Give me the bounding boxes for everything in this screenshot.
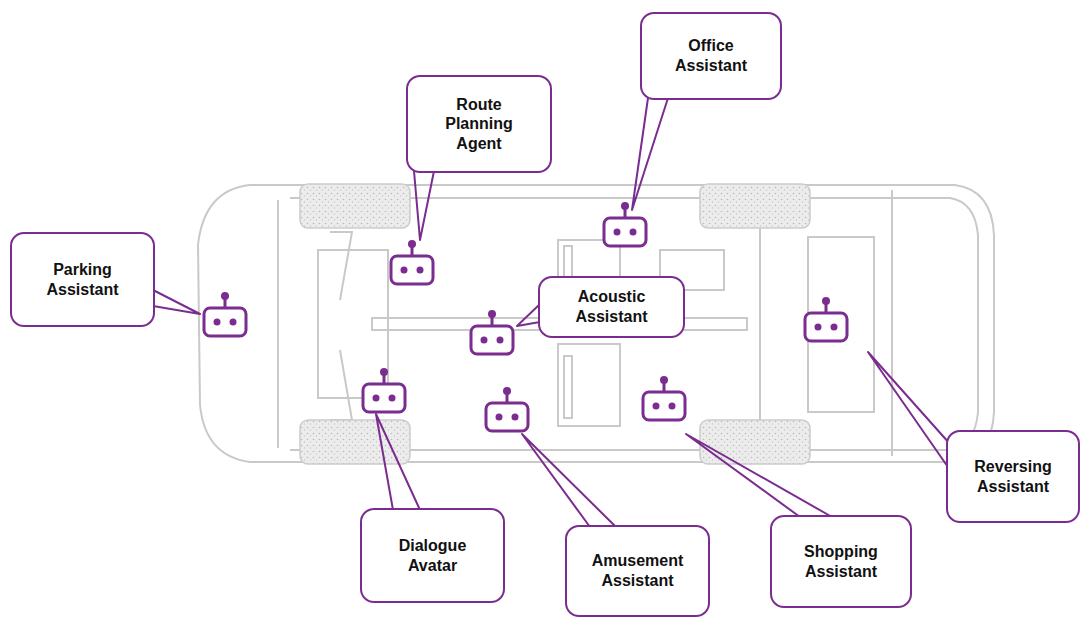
- callout-label: Parking Assistant: [29, 260, 137, 299]
- callout-label: Route Planning Agent: [425, 95, 533, 154]
- callout-box: Acoustic Assistant: [538, 276, 685, 338]
- robot-icons: [204, 202, 847, 431]
- callout-box: Shopping Assistant: [770, 515, 912, 608]
- callout-box: Parking Assistant: [10, 232, 155, 327]
- callout-label: Office Assistant: [657, 36, 765, 75]
- callout-label: Shopping Assistant: [787, 542, 895, 581]
- callout-box: Dialogue Avatar: [360, 508, 505, 603]
- callout-box: Office Assistant: [640, 12, 782, 100]
- callout-box: Route Planning Agent: [406, 75, 552, 173]
- callout-label: Amusement Assistant: [584, 551, 692, 590]
- callout-label: Reversing Assistant: [959, 457, 1067, 496]
- callout-label: Acoustic Assistant: [558, 287, 666, 326]
- callout-box: Reversing Assistant: [946, 430, 1080, 523]
- callout-box: Amusement Assistant: [565, 525, 710, 617]
- callout-label: Dialogue Avatar: [379, 536, 487, 575]
